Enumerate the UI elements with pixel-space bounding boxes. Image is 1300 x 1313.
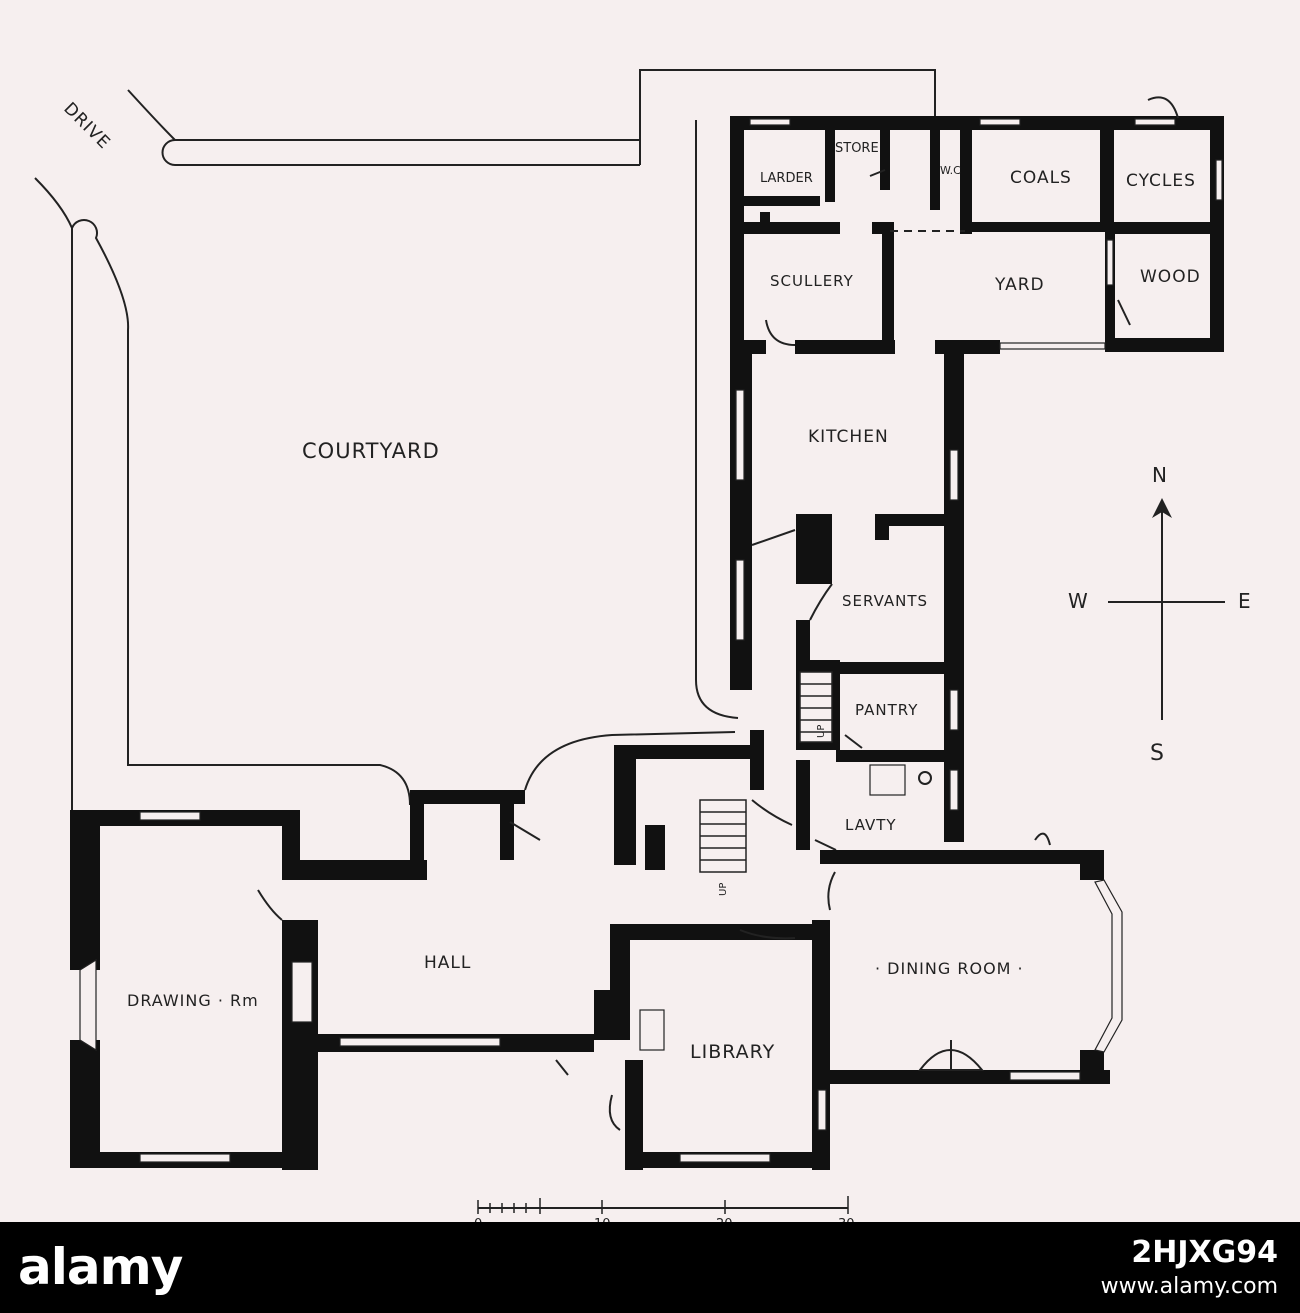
label-stair-up-1: UP bbox=[816, 725, 827, 738]
drive-outline bbox=[34, 69, 936, 812]
label-wc: W.C bbox=[940, 164, 961, 177]
label-servants: SERVANTS bbox=[842, 592, 928, 610]
north-arrow-icon bbox=[1152, 498, 1172, 518]
label-dining-room: · DINING ROOM · bbox=[875, 959, 1024, 978]
compass-east: E bbox=[1238, 589, 1252, 613]
image-id: 2HJXG94 bbox=[1131, 1235, 1278, 1270]
compass-south: S bbox=[1150, 741, 1165, 766]
site-credit: www.alamy.com bbox=[1100, 1274, 1278, 1299]
label-cycles: CYCLES bbox=[1126, 171, 1196, 191]
label-yard: YARD bbox=[994, 275, 1045, 295]
watermark-bar bbox=[0, 1222, 1300, 1313]
scale-tick-10: 10 bbox=[594, 1217, 611, 1222]
label-stair-up-2: UP bbox=[718, 883, 729, 896]
compass-west: W bbox=[1068, 589, 1089, 613]
label-courtyard: COURTYARD bbox=[302, 439, 440, 463]
label-scullery: SCULLERY bbox=[770, 272, 854, 290]
label-larder: LARDER bbox=[760, 171, 813, 186]
scale-tick-20: 20 bbox=[716, 1217, 733, 1222]
kitchen-wing bbox=[730, 340, 964, 851]
label-store: STORE bbox=[835, 141, 879, 156]
brand-logo: alamy bbox=[18, 1238, 183, 1296]
scale-tick-30: 30 bbox=[838, 1217, 855, 1222]
compass: N S W E bbox=[1068, 463, 1252, 766]
compass-north: N bbox=[1152, 463, 1168, 487]
label-lavatory: LAVTY bbox=[845, 816, 897, 834]
brand-text: alamy bbox=[18, 1238, 183, 1296]
floor-plan: DRIVE COURTYARD LARDER STORE W.C COALS C… bbox=[34, 69, 1252, 1222]
service-wing bbox=[730, 96, 1224, 356]
label-kitchen: KITCHEN bbox=[808, 427, 889, 447]
label-drawing-room: DRAWING · Rm bbox=[127, 991, 259, 1010]
label-hall: HALL bbox=[424, 953, 471, 973]
label-library: LIBRARY bbox=[690, 1041, 775, 1063]
label-coals: COALS bbox=[1010, 168, 1072, 188]
main-block bbox=[70, 730, 1123, 1170]
scale-bar: 0 10 20 30 bbox=[474, 1196, 855, 1222]
label-pantry: PANTRY bbox=[855, 701, 918, 719]
scale-tick-0: 0 bbox=[474, 1217, 482, 1222]
label-wood: WOOD bbox=[1140, 267, 1201, 287]
label-drive: DRIVE bbox=[59, 99, 114, 154]
